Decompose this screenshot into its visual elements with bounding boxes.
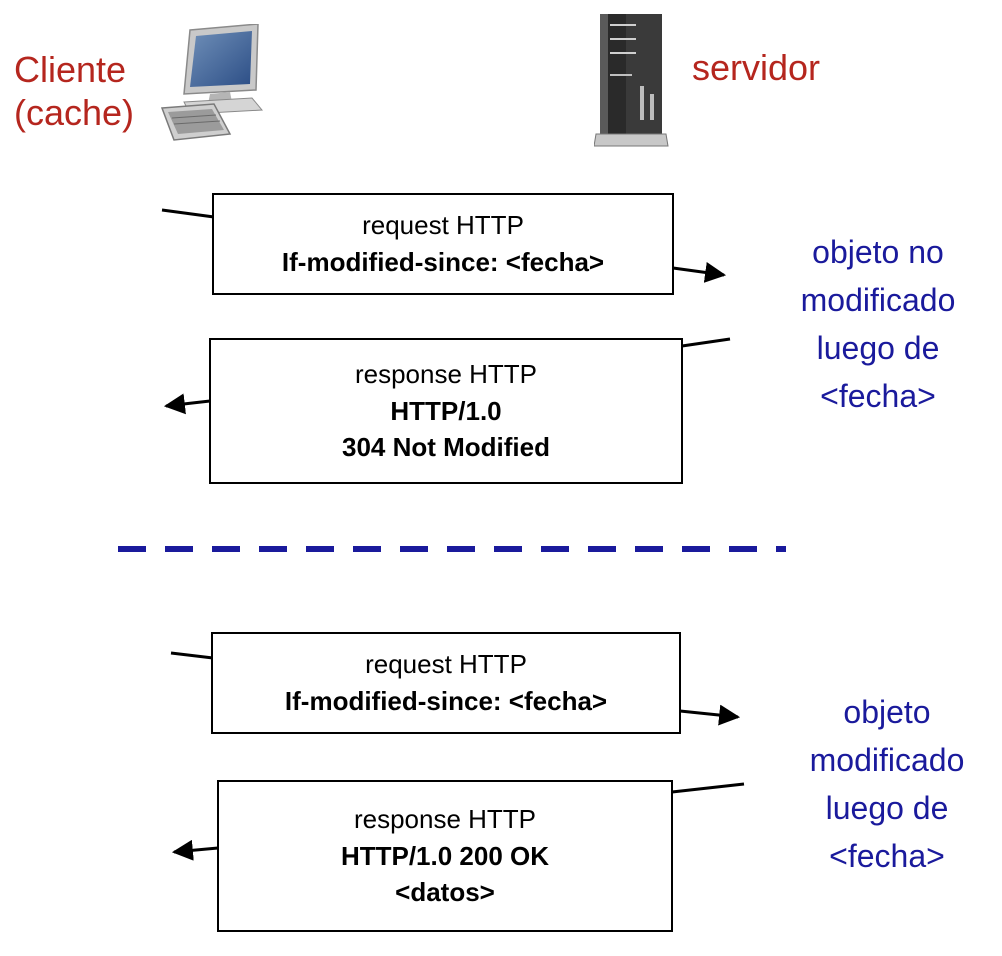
response-2-body: <datos> — [395, 877, 495, 908]
client-label: Cliente (cache) — [14, 48, 134, 134]
server-label: servidor — [692, 47, 821, 88]
request-1-title: request HTTP — [362, 210, 524, 241]
response-2-arrow-out — [171, 839, 219, 861]
client-label-line2: (cache) — [14, 92, 135, 134]
note-2-line3: luego de — [825, 790, 949, 826]
response-1-line-in — [681, 337, 731, 348]
response-1-status: 304 Not Modified — [341, 432, 550, 463]
response-1-box: response HTTP HTTP/1.0 304 Not Modified — [209, 338, 683, 484]
response-2-title: response HTTP — [353, 803, 537, 834]
request-1-header: If-modified-since: <fecha> — [281, 247, 605, 277]
request-1-line-in — [161, 208, 215, 219]
request-2-header: If-modified-since: <fecha> — [284, 686, 608, 716]
note-2-line4: <fecha> — [829, 838, 945, 874]
note-1-line3: luego de — [816, 330, 940, 366]
request-2-title: request HTTP — [365, 649, 527, 680]
note-not-modified: objeto no modificado luego de <fecha> — [760, 228, 996, 420]
response-2-line-in — [671, 782, 745, 794]
note-modified: objeto modificado luego de <fecha> — [774, 688, 1000, 880]
request-2-box: request HTTP If-modified-since: <fecha> — [211, 632, 681, 734]
request-2-line-in — [170, 651, 214, 660]
response-1-version: HTTP/1.0 — [390, 395, 502, 426]
note-1-line1: objeto no — [812, 234, 944, 270]
request-1-box: request HTTP If-modified-since: <fecha> — [212, 193, 674, 295]
note-1-line2: modificado — [800, 282, 956, 318]
response-2-box: response HTTP HTTP/1.0 200 OK <datos> — [217, 780, 673, 932]
server-tower-icon — [594, 14, 669, 147]
response-1-title: response HTTP — [354, 358, 538, 389]
note-1-line4: <fecha> — [820, 378, 936, 414]
note-2-line2: modificado — [809, 742, 965, 778]
response-2-status: HTTP/1.0 200 OK — [340, 840, 550, 871]
response-1-arrow-out — [163, 393, 211, 415]
note-2-line1: objeto — [843, 694, 931, 730]
request-2-arrow-out — [679, 704, 741, 726]
desktop-computer-icon — [160, 24, 264, 141]
client-label-line1: Cliente — [14, 49, 127, 90]
request-1-arrow-out — [672, 262, 727, 283]
